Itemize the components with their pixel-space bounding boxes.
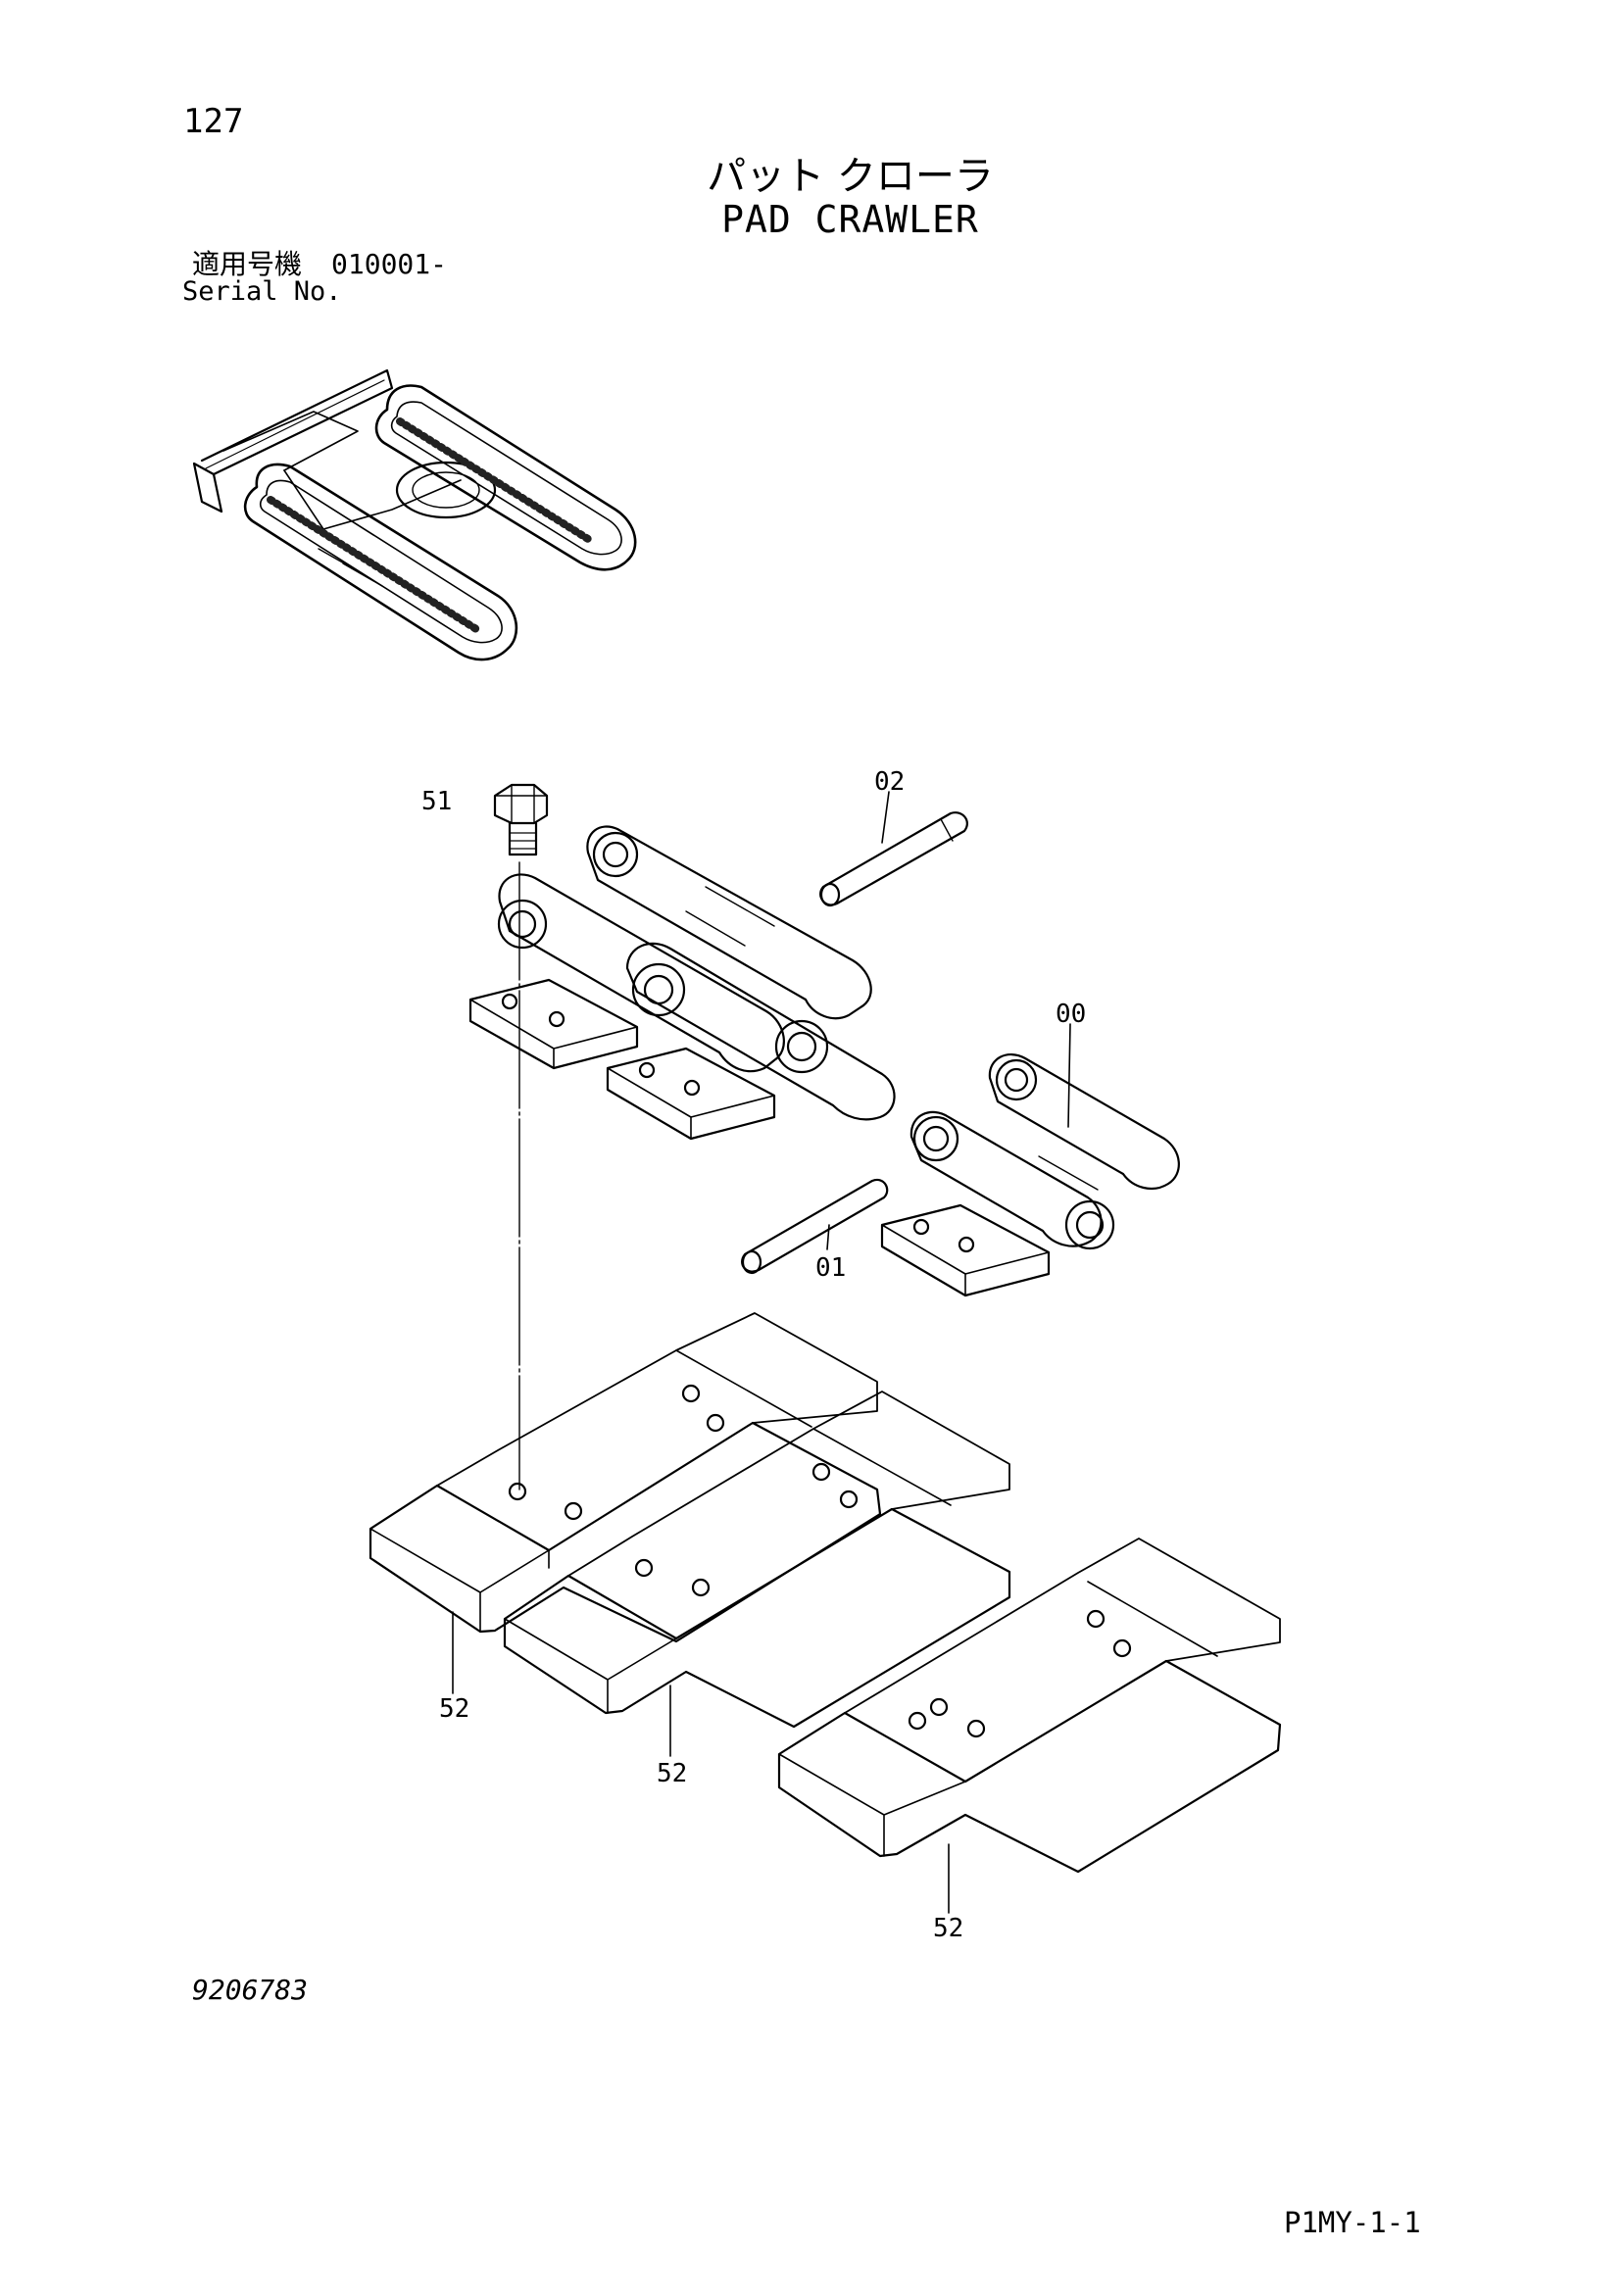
callout-52-right: 52 (933, 1914, 963, 1943)
undercarriage-overview-illustration (192, 368, 637, 661)
callout-52-left: 52 (439, 1694, 469, 1724)
pin-part-02 (819, 811, 968, 907)
bolt-part-51 (493, 783, 549, 856)
crawler-pad-52-right (777, 1538, 1282, 1874)
crawler-pad-52-left (369, 1312, 882, 1643)
callout-02: 02 (874, 767, 905, 797)
title-english: PAD CRAWLER (721, 198, 979, 241)
callout-leader-lines (452, 791, 1071, 1914)
serial-value: 010001- (331, 248, 448, 280)
callout-00: 00 (1056, 1000, 1086, 1029)
page-number: 127 (183, 102, 244, 141)
sheet-code: P1MY-1-1 (1284, 2206, 1421, 2239)
callout-52-middle: 52 (657, 1759, 687, 1788)
title-japanese: パット クローラ (707, 154, 994, 199)
crawler-pad-52-middle (503, 1391, 1011, 1729)
track-link-assembly-upper (468, 825, 896, 1141)
callout-51: 51 (421, 787, 452, 816)
pin-part-01 (741, 1178, 889, 1275)
serial-label-english: Serial No. (182, 276, 342, 307)
track-link-assembly-00 (880, 1052, 1180, 1297)
callout-01: 01 (815, 1253, 846, 1283)
drawing-number: 9206783 (192, 1974, 309, 2006)
serial-label-japanese: 適用号機 (192, 248, 303, 280)
